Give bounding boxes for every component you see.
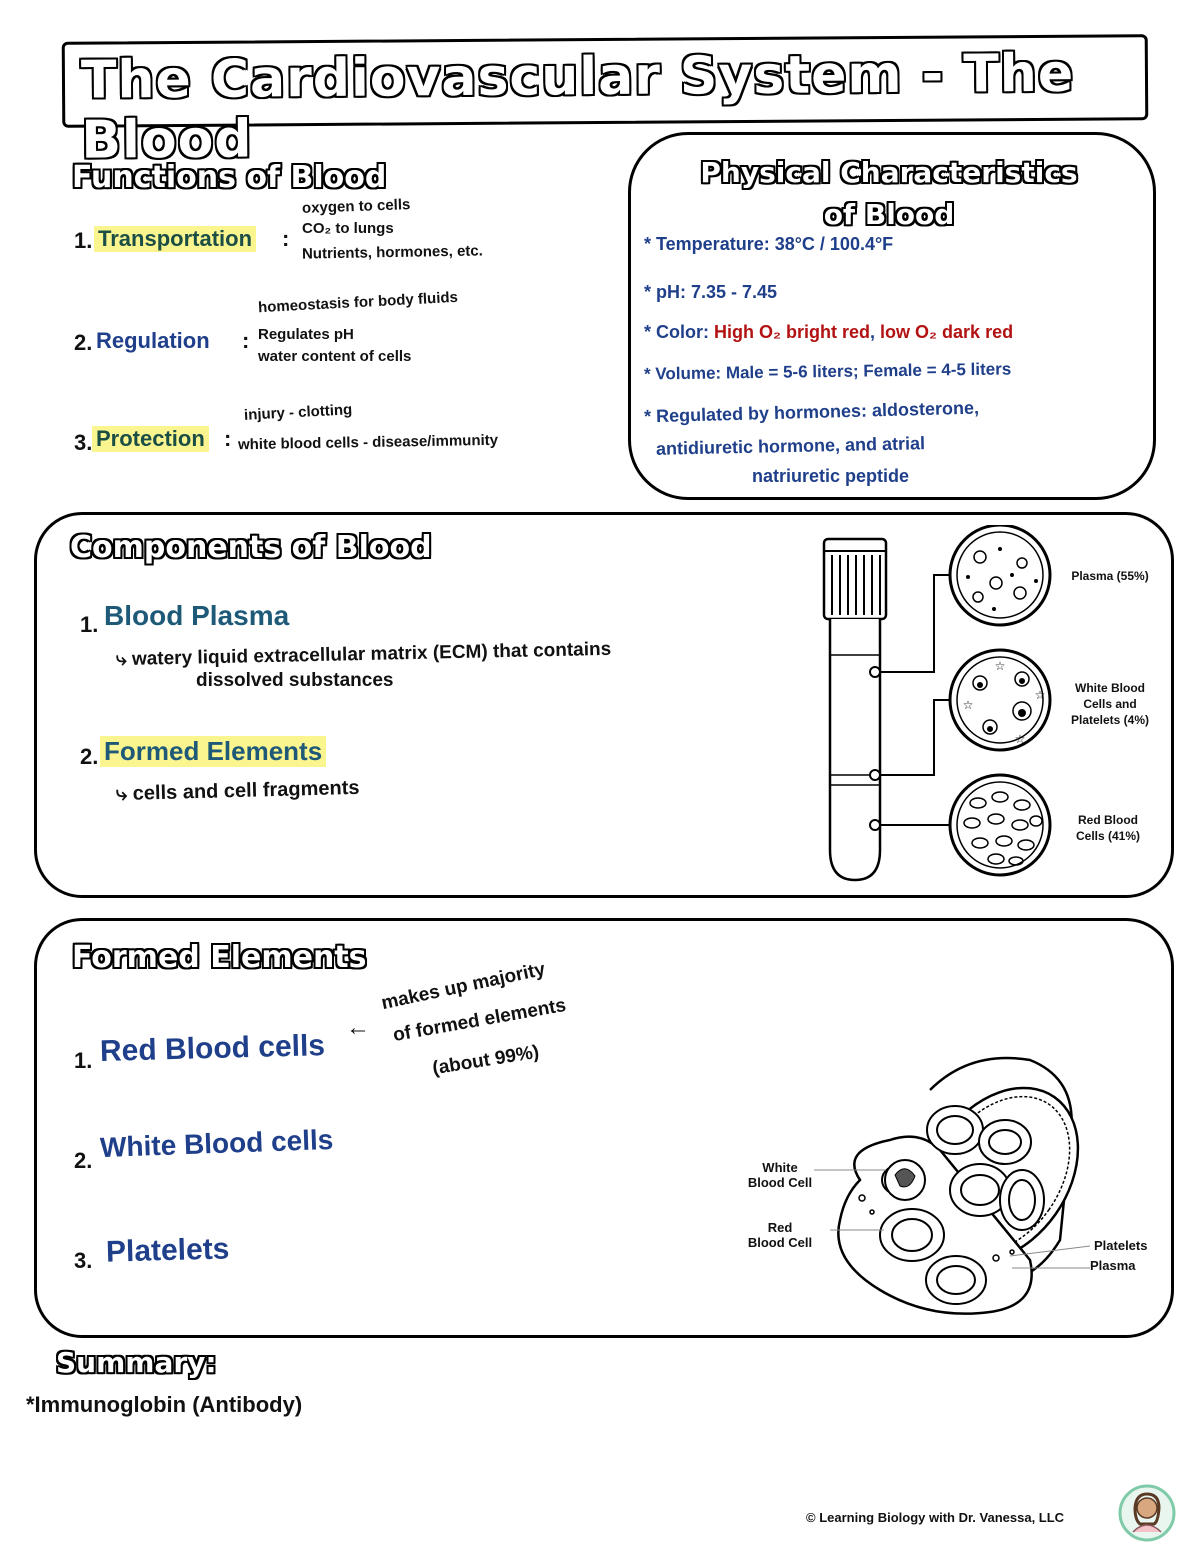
vessel-label-platelets: Platelets	[1094, 1238, 1148, 1253]
function-num: 1.	[74, 228, 93, 253]
component-label-formed-elements: Formed Elements	[100, 736, 327, 767]
components-box	[34, 512, 1174, 898]
function-note: injury - clotting	[243, 401, 353, 424]
functions-heading: Functions of Blood	[72, 160, 387, 195]
rbc-note-arrow: ←	[346, 1014, 370, 1041]
author-avatar-logo	[1118, 1484, 1176, 1542]
component-num: 2.	[80, 744, 99, 769]
blood-vessel-diagram	[814, 1056, 1090, 1315]
function-sep: :	[282, 226, 290, 251]
svg-text:☆: ☆	[1015, 732, 1026, 746]
formed-num: 3.	[74, 1248, 93, 1273]
diagram-label-rbc: Red Blood Cells (41%)	[1060, 812, 1156, 844]
vessel-label-wbc: White Blood Cell	[740, 1160, 820, 1190]
formed-heading: Formed Elements	[72, 940, 367, 975]
formed-num: 1.	[74, 1048, 93, 1073]
function-note: white blood cells - disease/immunity	[237, 431, 499, 454]
physical-characteristics-box	[628, 132, 1156, 500]
function-label: Transportation	[94, 226, 257, 252]
vessel-label-line: Blood Cell	[747, 1175, 813, 1190]
diagram-label-plasma: Plasma (55%)	[1071, 569, 1149, 583]
color-low: low O₂ dark red	[880, 322, 1014, 342]
function-note: homeostasis for body fluids	[257, 288, 459, 317]
vessel-label-line: White	[762, 1160, 798, 1175]
vessel-label-plasma: Plasma	[1090, 1258, 1136, 1273]
physical-regulated-line3: natriuretic peptide	[752, 466, 910, 486]
component-note: dissolved substances	[196, 670, 394, 691]
physical-heading-line2: of Blood	[823, 198, 955, 231]
formed-label-platelets: Platelets	[105, 1232, 230, 1269]
function-note: Regulates pH	[258, 326, 354, 343]
function-label: Regulation	[96, 328, 210, 353]
vessel-label-line: Red	[767, 1220, 793, 1235]
function-note: Nutrients, hormones, etc.	[301, 242, 484, 263]
function-note: water content of cells	[258, 348, 412, 365]
function-num: 3.	[74, 430, 93, 455]
component-num: 1.	[80, 612, 99, 637]
diagram-label-wbc: White Blood Cells and Platelets (4%)	[1062, 680, 1158, 728]
function-sep: :	[242, 328, 250, 353]
summary-heading: Summary:	[56, 1346, 217, 1379]
test-tube-diagram: ☆ ☆ ☆ ☆	[822, 525, 1052, 882]
wbc-label-line: Platelets (4%)	[1070, 713, 1150, 727]
vessel-label-line: Blood Cell	[747, 1235, 813, 1250]
physical-temperature: * Temperature: 38°C / 100.4°F	[644, 234, 894, 254]
formed-num: 2.	[74, 1148, 93, 1173]
formed-label-rbc: Red Blood cells	[99, 1029, 326, 1068]
summary-line: *Immunoglobin (Antibody)	[26, 1392, 303, 1417]
svg-text:☆: ☆	[1035, 688, 1046, 702]
function-label: Protection	[92, 426, 209, 452]
physical-ph: * pH: 7.35 - 7.45	[644, 282, 778, 302]
wbc-label-line: Cells and	[1083, 697, 1137, 711]
components-heading: Components of Blood	[70, 530, 432, 565]
color-sep: ,	[870, 322, 876, 342]
vessel-label-rbc: Red Blood Cell	[740, 1220, 820, 1250]
physical-color: * Color: High O₂ bright red, low O₂ dark…	[644, 322, 1013, 343]
function-num: 2.	[74, 330, 93, 355]
physical-heading-line1: Physical Characteristics	[700, 156, 1078, 189]
svg-text:☆: ☆	[995, 659, 1006, 673]
rbc-label-line: Red Blood	[1078, 813, 1138, 827]
function-note: oxygen to cells	[301, 196, 411, 217]
wbc-label-line: White Blood	[1075, 681, 1145, 695]
color-high: High O₂ bright red	[714, 322, 871, 342]
color-prefix: * Color:	[644, 322, 709, 342]
function-sep: :	[224, 426, 232, 451]
function-note: CO₂ to lungs	[302, 220, 394, 237]
component-label-blood-plasma: Blood Plasma	[104, 600, 290, 631]
rbc-label-line: Cells (41%)	[1075, 829, 1141, 843]
title-box: The Cardiovascular System - The Blood	[61, 34, 1149, 171]
copyright-text: © Learning Biology with Dr. Vanessa, LLC	[806, 1510, 1065, 1525]
formed-elements-box	[34, 918, 1174, 1338]
svg-text:☆: ☆	[963, 698, 974, 712]
